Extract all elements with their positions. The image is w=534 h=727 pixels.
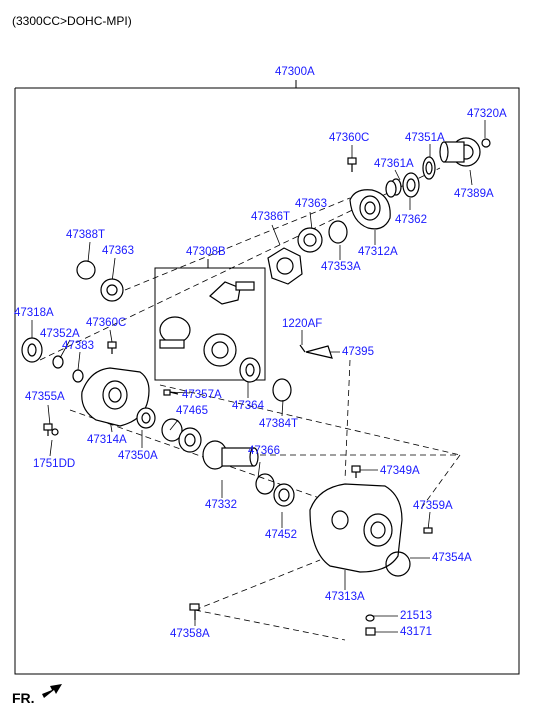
engine-spec-header: (3300CC>DOHC-MPI) — [12, 14, 132, 28]
snap-ring-47352A — [52, 355, 64, 369]
label-43171: 43171 — [400, 626, 432, 638]
transfer-case-47313A — [309, 483, 403, 573]
o-ring-47353A — [328, 220, 348, 244]
label-47360C-left: 47360C — [86, 317, 127, 329]
label-47313A: 47313A — [325, 591, 365, 603]
label-47349A: 47349A — [380, 465, 420, 477]
gasket-21513 — [365, 614, 375, 622]
o-ring-47384T — [272, 378, 292, 402]
label-47351A: 47351A — [405, 132, 445, 144]
differential-gear-47308B — [159, 316, 237, 367]
snap-ring-47366 — [255, 473, 275, 495]
label-47383: 47383 — [62, 340, 94, 352]
assembly-frame — [14, 87, 520, 675]
label-47320A: 47320A — [467, 108, 507, 120]
o-ring-47388T — [76, 260, 96, 280]
bolt-47357A — [163, 389, 179, 396]
case-cover-47314A — [81, 367, 150, 427]
label-47465: 47465 — [176, 405, 208, 417]
label-47360C-top: 47360C — [329, 132, 370, 144]
label-47312A: 47312A — [358, 246, 398, 258]
label-47388T: 47388T — [66, 229, 106, 241]
extension-housing-47312A — [349, 189, 391, 230]
label-47363-left: 47363 — [102, 245, 134, 257]
label-1751DD: 1751DD — [33, 458, 76, 470]
bolt-1220AF — [299, 344, 333, 359]
o-ring-47465 — [161, 418, 183, 442]
front-direction-label: FR. — [12, 690, 35, 706]
washer-1751DD — [51, 428, 59, 436]
label-21513: 21513 — [400, 610, 432, 622]
drain-plug-43171 — [365, 627, 376, 636]
output-shaft-47332 — [202, 440, 259, 470]
label-47354A: 47354A — [432, 552, 472, 564]
shim-gasket-47386T — [267, 247, 303, 285]
label-47355A: 47355A — [25, 391, 65, 403]
label-47359A: 47359A — [413, 500, 453, 512]
label-47384T: 47384T — [259, 418, 299, 430]
washer-47320A — [481, 138, 491, 148]
label-47314A: 47314A — [87, 434, 127, 446]
bolt-47355A — [43, 423, 53, 436]
label-1220AF: 1220AF — [282, 318, 323, 330]
front-arrow-icon — [42, 684, 62, 698]
label-47452: 47452 — [265, 529, 297, 541]
label-47358A: 47358A — [170, 628, 210, 640]
subassembly-box-47308B — [154, 267, 266, 381]
label-47350A: 47350A — [118, 450, 158, 462]
plug-47349A — [351, 465, 361, 478]
label-47364: 47364 — [232, 400, 264, 412]
label-47386T: 47386T — [251, 211, 291, 223]
label-47353A: 47353A — [321, 261, 361, 273]
spacer-47361A — [385, 178, 402, 198]
label-47332: 47332 — [205, 499, 237, 511]
label-47366: 47366 — [248, 445, 280, 457]
label-47300A: 47300A — [275, 66, 315, 78]
pinion-gear-47308B — [209, 281, 255, 305]
label-47361A: 47361A — [374, 158, 414, 170]
companion-flange-47389A — [439, 137, 481, 167]
label-47363-top: 47363 — [295, 198, 327, 210]
label-47352A: 47352A — [40, 328, 80, 340]
label-47395: 47395 — [342, 346, 374, 358]
label-47308B: 47308B — [186, 246, 226, 258]
label-47389A: 47389A — [454, 188, 494, 200]
label-47357A: 47357A — [182, 389, 222, 401]
ring-47383 — [72, 369, 84, 383]
o-ring-47354A — [385, 551, 411, 577]
bolt-47360C-top — [347, 157, 357, 172]
bolt-47358A — [189, 603, 200, 620]
pin-47359A — [423, 527, 433, 534]
bolt-47360C-left — [107, 341, 117, 354]
label-47362: 47362 — [395, 214, 427, 226]
label-47318A: 47318A — [14, 307, 54, 319]
